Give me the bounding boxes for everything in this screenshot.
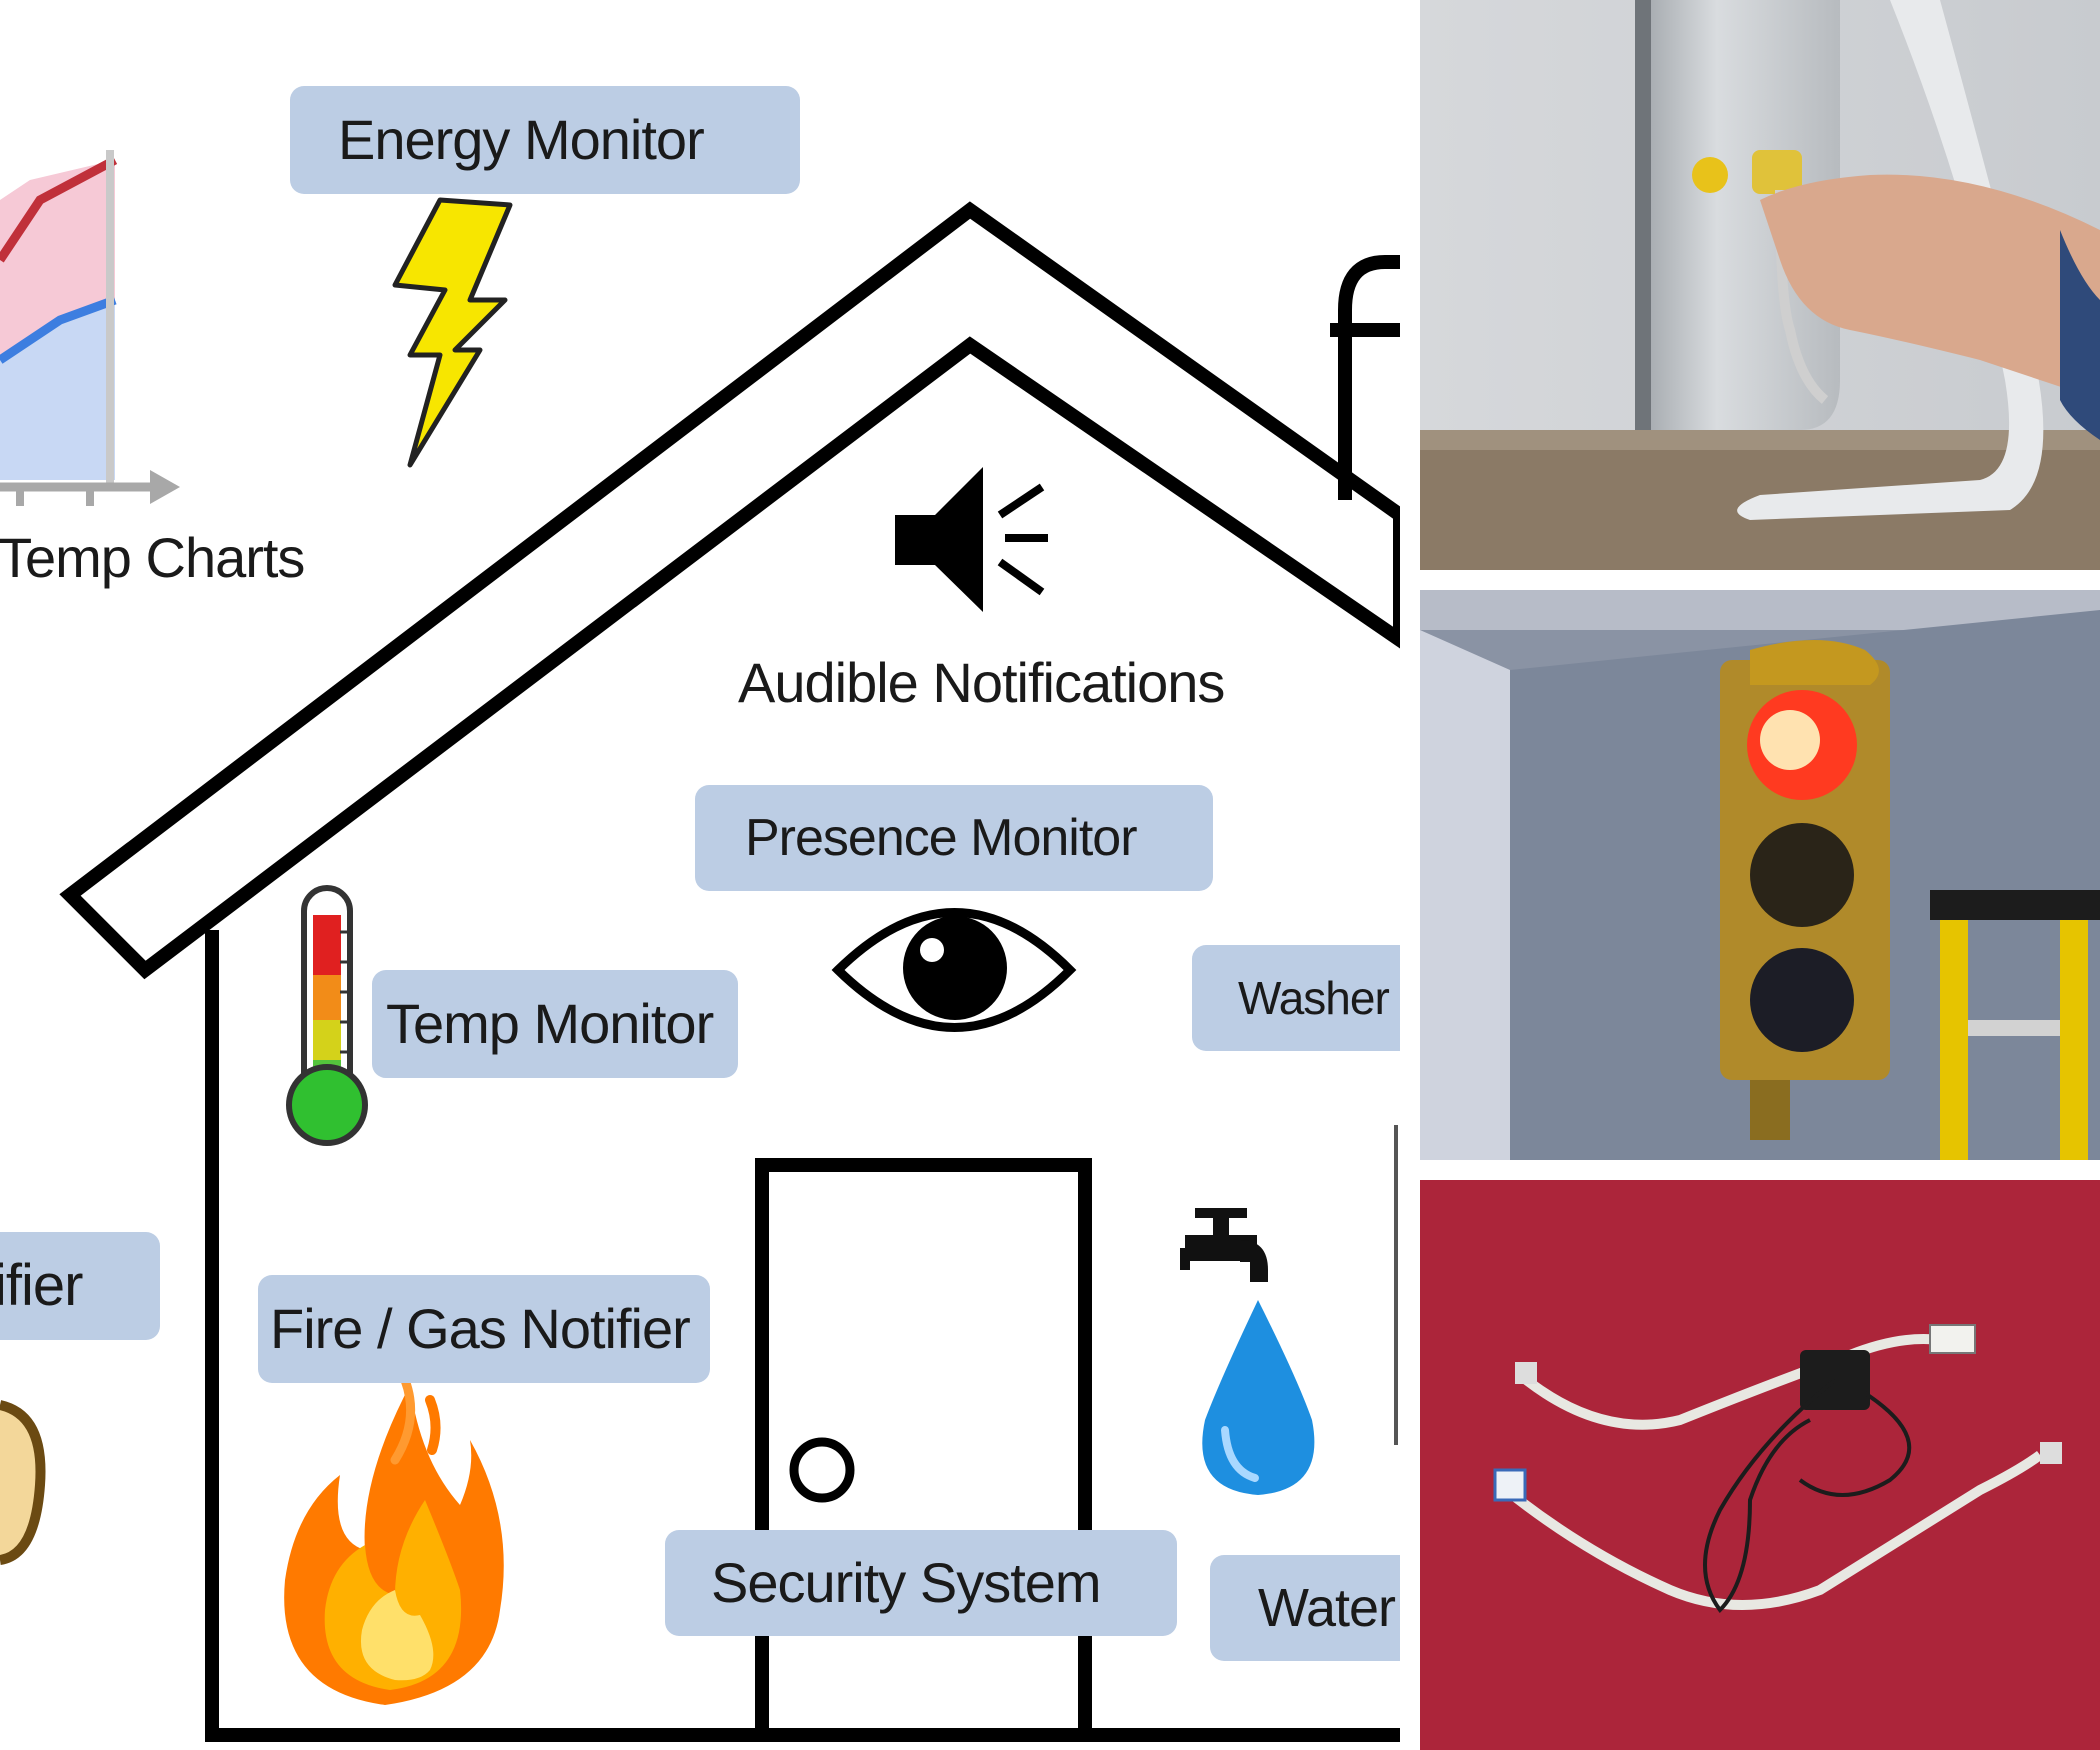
lightning-bolt-icon (392, 197, 513, 468)
cables-photo (1420, 1180, 2100, 1750)
presence-monitor-label: Presence Monitor (695, 785, 1213, 891)
thermometer-icon (286, 885, 368, 1146)
water-label: Water l (1210, 1555, 1400, 1661)
water-drop-icon (1202, 1300, 1315, 1495)
temp-charts-label: Temp Charts (0, 526, 305, 589)
house-outline (0, 150, 1400, 1742)
flame-icon (284, 1375, 504, 1705)
washer-label: Washer / (1192, 945, 1400, 1051)
speaker-icon (895, 467, 1048, 612)
temp-monitor-label: Temp Monitor (372, 970, 738, 1078)
faucet-icon (1180, 1208, 1268, 1282)
smart-home-diagram: Energy Monitor Temp Charts Audible Notif… (0, 86, 1400, 1742)
audible-notifications-label: Audible Notifications (738, 651, 1225, 714)
energy-monitor-label: Energy Monitor (290, 86, 800, 194)
security-system-label: Security System (665, 1530, 1177, 1636)
traffic-light-photo (1420, 590, 2100, 1160)
door-icon (755, 1158, 1092, 1735)
notifier-left-label: ifier (0, 1232, 160, 1340)
monitor-usb-photo (1420, 0, 2100, 570)
chart-icon (0, 150, 180, 506)
eye-icon (831, 908, 1077, 1032)
fire-gas-notifier-label: Fire / Gas Notifier (258, 1275, 710, 1383)
